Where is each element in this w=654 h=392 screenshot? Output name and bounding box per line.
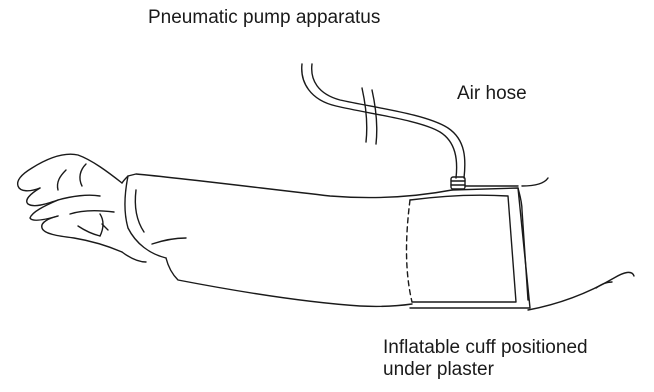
inflatable-cuff-drawing <box>407 177 531 308</box>
hose-label: Air hose <box>457 83 527 105</box>
cuff-label-line2: under plaster <box>383 359 588 381</box>
cuff-label-line1: Inflatable cuff positioned <box>383 337 588 359</box>
air-hose-drawing <box>302 64 465 178</box>
upper-arm-drawing <box>522 178 634 310</box>
hand-drawing <box>18 154 146 262</box>
cuff-label: Inflatable cuff positioned under plaster <box>383 337 588 381</box>
plaster-cast-drawing <box>122 174 452 306</box>
pump-label: Pneumatic pump apparatus <box>148 7 380 29</box>
